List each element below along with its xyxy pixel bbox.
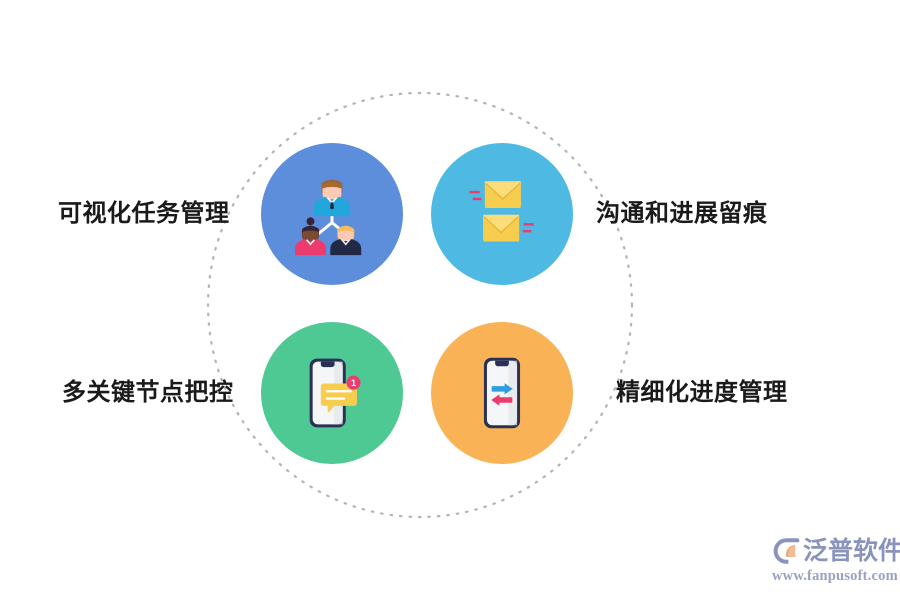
feature-circle-communication-progress-trace[interactable] [431, 143, 573, 285]
notification-badge-count: 1 [351, 378, 356, 389]
two-envelopes-icon [469, 181, 534, 242]
phone-exchange-arrows-icon [483, 357, 521, 429]
brand-watermark: 泛普软件 www.fanpusoft.com [770, 534, 900, 586]
feature-circle-fine-grained-progress-management[interactable] [431, 322, 573, 464]
brand-url: www.fanpusoft.com [772, 568, 898, 584]
brand-name: 泛普软件 [803, 537, 900, 565]
phone-chat-notification-icon: 1 [309, 358, 361, 428]
dotted-connector-ring [206, 91, 634, 519]
feature-circle-multi-key-node-control[interactable]: 1 [261, 322, 403, 464]
brand-name-row: 泛普软件 [770, 534, 900, 568]
team-org-chart-icon [295, 179, 362, 256]
feature-label-visual-task-management: 可视化任务管理 [58, 200, 230, 227]
feature-label-fine-grained-progress-management: 精细化进度管理 [616, 379, 788, 406]
fanpu-logo-icon [773, 538, 800, 564]
feature-label-multi-key-node-control: 多关键节点把控 [62, 379, 234, 406]
feature-label-communication-progress-trace: 沟通和进展留痕 [596, 200, 768, 227]
feature-circle-visual-task-management[interactable] [261, 143, 403, 285]
